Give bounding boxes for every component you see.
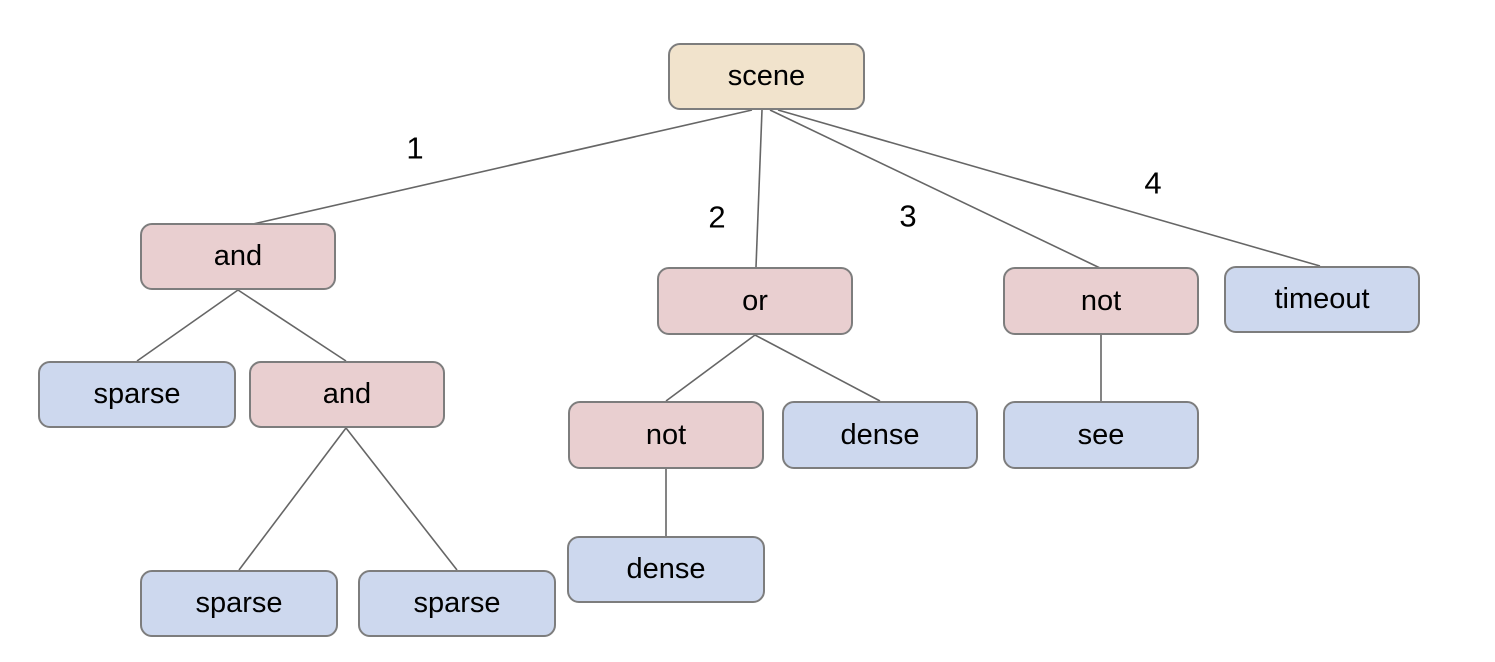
edge-and1-and2 bbox=[237, 289, 347, 362]
node-timeout-label: timeout bbox=[1274, 283, 1370, 315]
edge-scene-not bbox=[769, 109, 1101, 269]
node-and-2-label: and bbox=[322, 378, 372, 410]
node-and-1-label: and bbox=[213, 240, 263, 272]
node-see-label: see bbox=[1077, 418, 1125, 451]
node-sparse-2: sparse bbox=[140, 570, 338, 637]
node-sparse-2-label: sparse bbox=[195, 587, 283, 619]
node-not-2-label: not bbox=[645, 418, 687, 451]
node-or-1: or bbox=[657, 267, 853, 335]
edge-or-dense1 bbox=[754, 334, 881, 402]
edge-label-3: 3 bbox=[899, 198, 917, 234]
node-sparse-3-label: sparse bbox=[413, 587, 501, 619]
node-dense-2: dense bbox=[567, 536, 765, 603]
node-not-1-label: not bbox=[1080, 284, 1122, 317]
edge-label-4: 4 bbox=[1144, 165, 1162, 201]
node-sparse-1: sparse bbox=[38, 361, 236, 428]
edge-label-1: 1 bbox=[406, 130, 424, 166]
node-dense-2-label: dense bbox=[626, 553, 706, 585]
node-and-2: and bbox=[249, 361, 445, 428]
node-dense-1: dense bbox=[782, 401, 978, 469]
node-not-2: not bbox=[568, 401, 764, 469]
edge-and2-sparse3 bbox=[345, 427, 458, 571]
edge-scene-timeout bbox=[777, 109, 1321, 267]
node-dense-1-label: dense bbox=[840, 418, 920, 451]
node-scene: scene bbox=[668, 43, 865, 110]
edge-scene-or bbox=[755, 109, 763, 268]
node-or-1-label: or bbox=[742, 284, 768, 317]
node-sparse-1-label: sparse bbox=[93, 378, 181, 410]
node-see: see bbox=[1003, 401, 1199, 469]
node-and-1: and bbox=[140, 223, 336, 290]
node-sparse-3: sparse bbox=[358, 570, 556, 637]
node-not-1: not bbox=[1003, 267, 1199, 335]
edge-label-2: 2 bbox=[708, 199, 726, 235]
node-timeout: timeout bbox=[1224, 266, 1420, 333]
edge-and2-sparse2 bbox=[238, 427, 347, 571]
edge-or-not2 bbox=[665, 334, 756, 402]
edge-and1-sparse1 bbox=[136, 289, 239, 362]
node-scene-label: scene bbox=[727, 60, 806, 92]
edge-scene-and bbox=[239, 109, 753, 228]
